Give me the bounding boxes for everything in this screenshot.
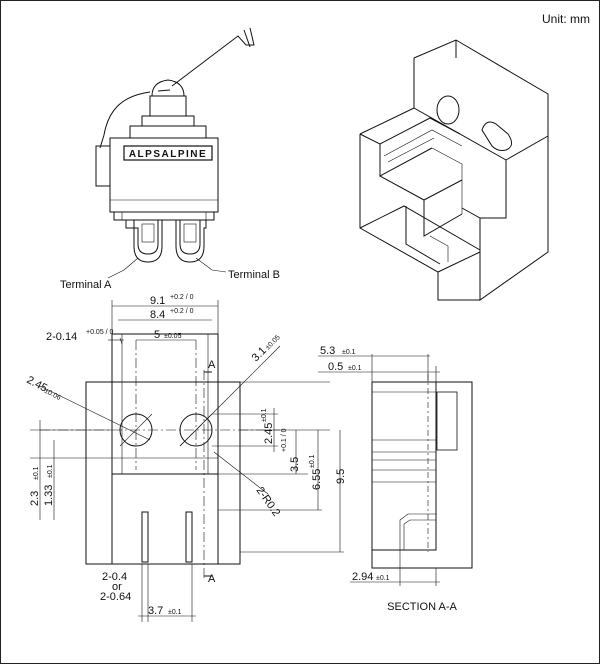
bracket-isometric [359,39,549,301]
section-title: SECTION A-A [387,601,457,613]
svg-text:9.5: 9.5 [335,469,347,484]
svg-text:2.3: 2.3 [29,491,41,506]
front-view: A A 9.1 +0.2 / 0 8.4 +0.2 / 0 5 ±0.05 2-… [25,294,347,622]
svg-text:±0.1: ±0.1 [168,609,182,616]
brand-logo: ALPSALPINE [129,149,207,160]
terminal-b-label: Terminal B [228,269,280,281]
svg-text:+0.2 / 0: +0.2 / 0 [170,308,194,315]
terminal-pin-b [185,511,193,563]
svg-text:+0.05 / 0: +0.05 / 0 [86,329,114,336]
section-mark-bottom: A [208,573,216,585]
svg-text:2-0.14: 2-0.14 [46,331,77,343]
svg-text:±0.06: ±0.06 [43,388,62,402]
svg-text:±0.1: ±0.1 [47,464,54,478]
lever-arm [103,91,151,136]
switch-illustration: ALPSALPINE Terminal A Terminal B [60,27,280,291]
bracket-hole-round [436,95,460,125]
switch-outline [111,333,219,475]
svg-text:±0.05: ±0.05 [164,333,182,340]
section-view: 5.3 ±0.1 0.5 ±0.1 2.94 ±0.1 SECTION A-A [318,345,473,613]
section-mark-top: A [208,359,216,371]
terminal-b-shape [175,219,207,263]
svg-text:±0.1: ±0.1 [33,466,40,480]
svg-text:2.45: 2.45 [263,423,275,444]
svg-text:5: 5 [154,329,160,341]
svg-text:±0.05: ±0.05 [264,334,281,351]
svg-text:9.1: 9.1 [150,295,165,307]
svg-text:2-R0.2: 2-R0.2 [254,485,283,519]
unit-label: Unit: mm [542,12,590,26]
svg-text:5.3: 5.3 [320,345,335,357]
svg-text:+0.1 / 0: +0.1 / 0 [281,428,288,452]
svg-text:±0.1: ±0.1 [309,454,316,468]
svg-text:3.7: 3.7 [148,605,163,617]
svg-text:or: or [112,581,122,593]
bracket-hole-slot [481,121,512,151]
terminal-pin-a [141,511,149,563]
plunger-cap [151,79,185,97]
terminal-a-label: Terminal A [60,279,112,291]
section-hatch [371,381,473,569]
svg-text:+0.2 / 0: +0.2 / 0 [170,294,194,301]
svg-text:2.94: 2.94 [352,571,373,583]
svg-text:±0.1: ±0.1 [376,575,390,582]
svg-text:1.33: 1.33 [43,485,55,506]
svg-text:0.5: 0.5 [328,361,343,373]
svg-text:8.4: 8.4 [150,309,165,321]
svg-text:±0.1: ±0.1 [261,408,268,422]
lever-wire [171,27,255,87]
svg-text:±0.1: ±0.1 [342,349,356,356]
svg-text:2-0.4: 2-0.4 [102,571,127,583]
svg-text:6.55: 6.55 [311,469,323,490]
svg-text:±0.1: ±0.1 [348,365,362,372]
plunger [149,95,187,117]
svg-text:2-0.64: 2-0.64 [100,591,131,603]
terminal-a-shape [125,219,163,263]
svg-text:3.5: 3.5 [289,457,301,472]
